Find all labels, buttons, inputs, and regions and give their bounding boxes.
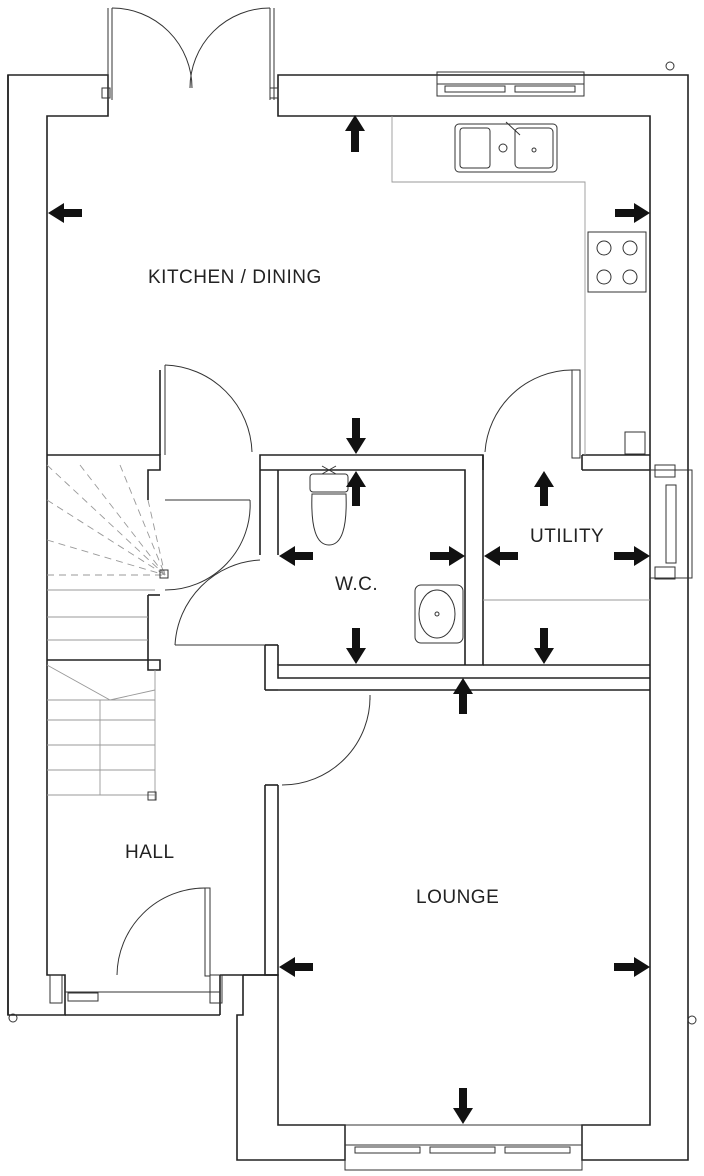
room-label-kitchen: KITCHEN / DINING xyxy=(148,267,322,288)
room-label-utility: UTILITY xyxy=(530,526,604,547)
kitchen-window xyxy=(436,71,585,97)
kitchen-sink xyxy=(454,121,558,173)
arrow-up-icon xyxy=(534,471,554,506)
downpipe-icon xyxy=(665,61,675,71)
front-door xyxy=(49,974,223,1004)
arrow-down-icon xyxy=(346,418,366,454)
downpipe-icon xyxy=(8,1013,18,1023)
french-doors xyxy=(101,7,279,100)
lounge-window xyxy=(344,1124,583,1171)
arrow-down-icon xyxy=(534,628,554,664)
room-label-wc: W.C. xyxy=(335,574,378,595)
dimension-arrows xyxy=(48,115,650,1124)
arrow-down-icon xyxy=(346,628,366,664)
arrow-right-icon xyxy=(614,957,650,977)
arrow-up-icon xyxy=(453,678,473,714)
toilet-icon xyxy=(309,465,349,546)
stairs xyxy=(46,464,169,801)
arrow-up-icon xyxy=(346,471,366,506)
room-label-hall: HALL xyxy=(125,842,175,863)
downpipe-icon xyxy=(687,1015,697,1025)
arrow-up-icon xyxy=(345,115,365,152)
arrow-right-icon xyxy=(615,203,650,223)
arrow-left-icon xyxy=(279,957,313,977)
kitchen-worktop xyxy=(391,116,646,455)
arrow-left-icon xyxy=(48,203,82,223)
outer-walls xyxy=(7,74,689,1161)
internal-walls xyxy=(47,370,650,976)
hob-icon xyxy=(587,231,647,293)
room-label-lounge: LOUNGE xyxy=(416,887,499,908)
arrow-left-icon xyxy=(484,546,518,566)
arrow-right-icon xyxy=(614,546,650,566)
arrow-down-icon xyxy=(453,1088,473,1124)
basin-icon xyxy=(414,584,464,644)
utility-door-exterior xyxy=(649,464,693,580)
internal-doors xyxy=(116,364,581,977)
arrow-left-icon xyxy=(279,546,313,566)
arrow-right-icon xyxy=(430,546,465,566)
